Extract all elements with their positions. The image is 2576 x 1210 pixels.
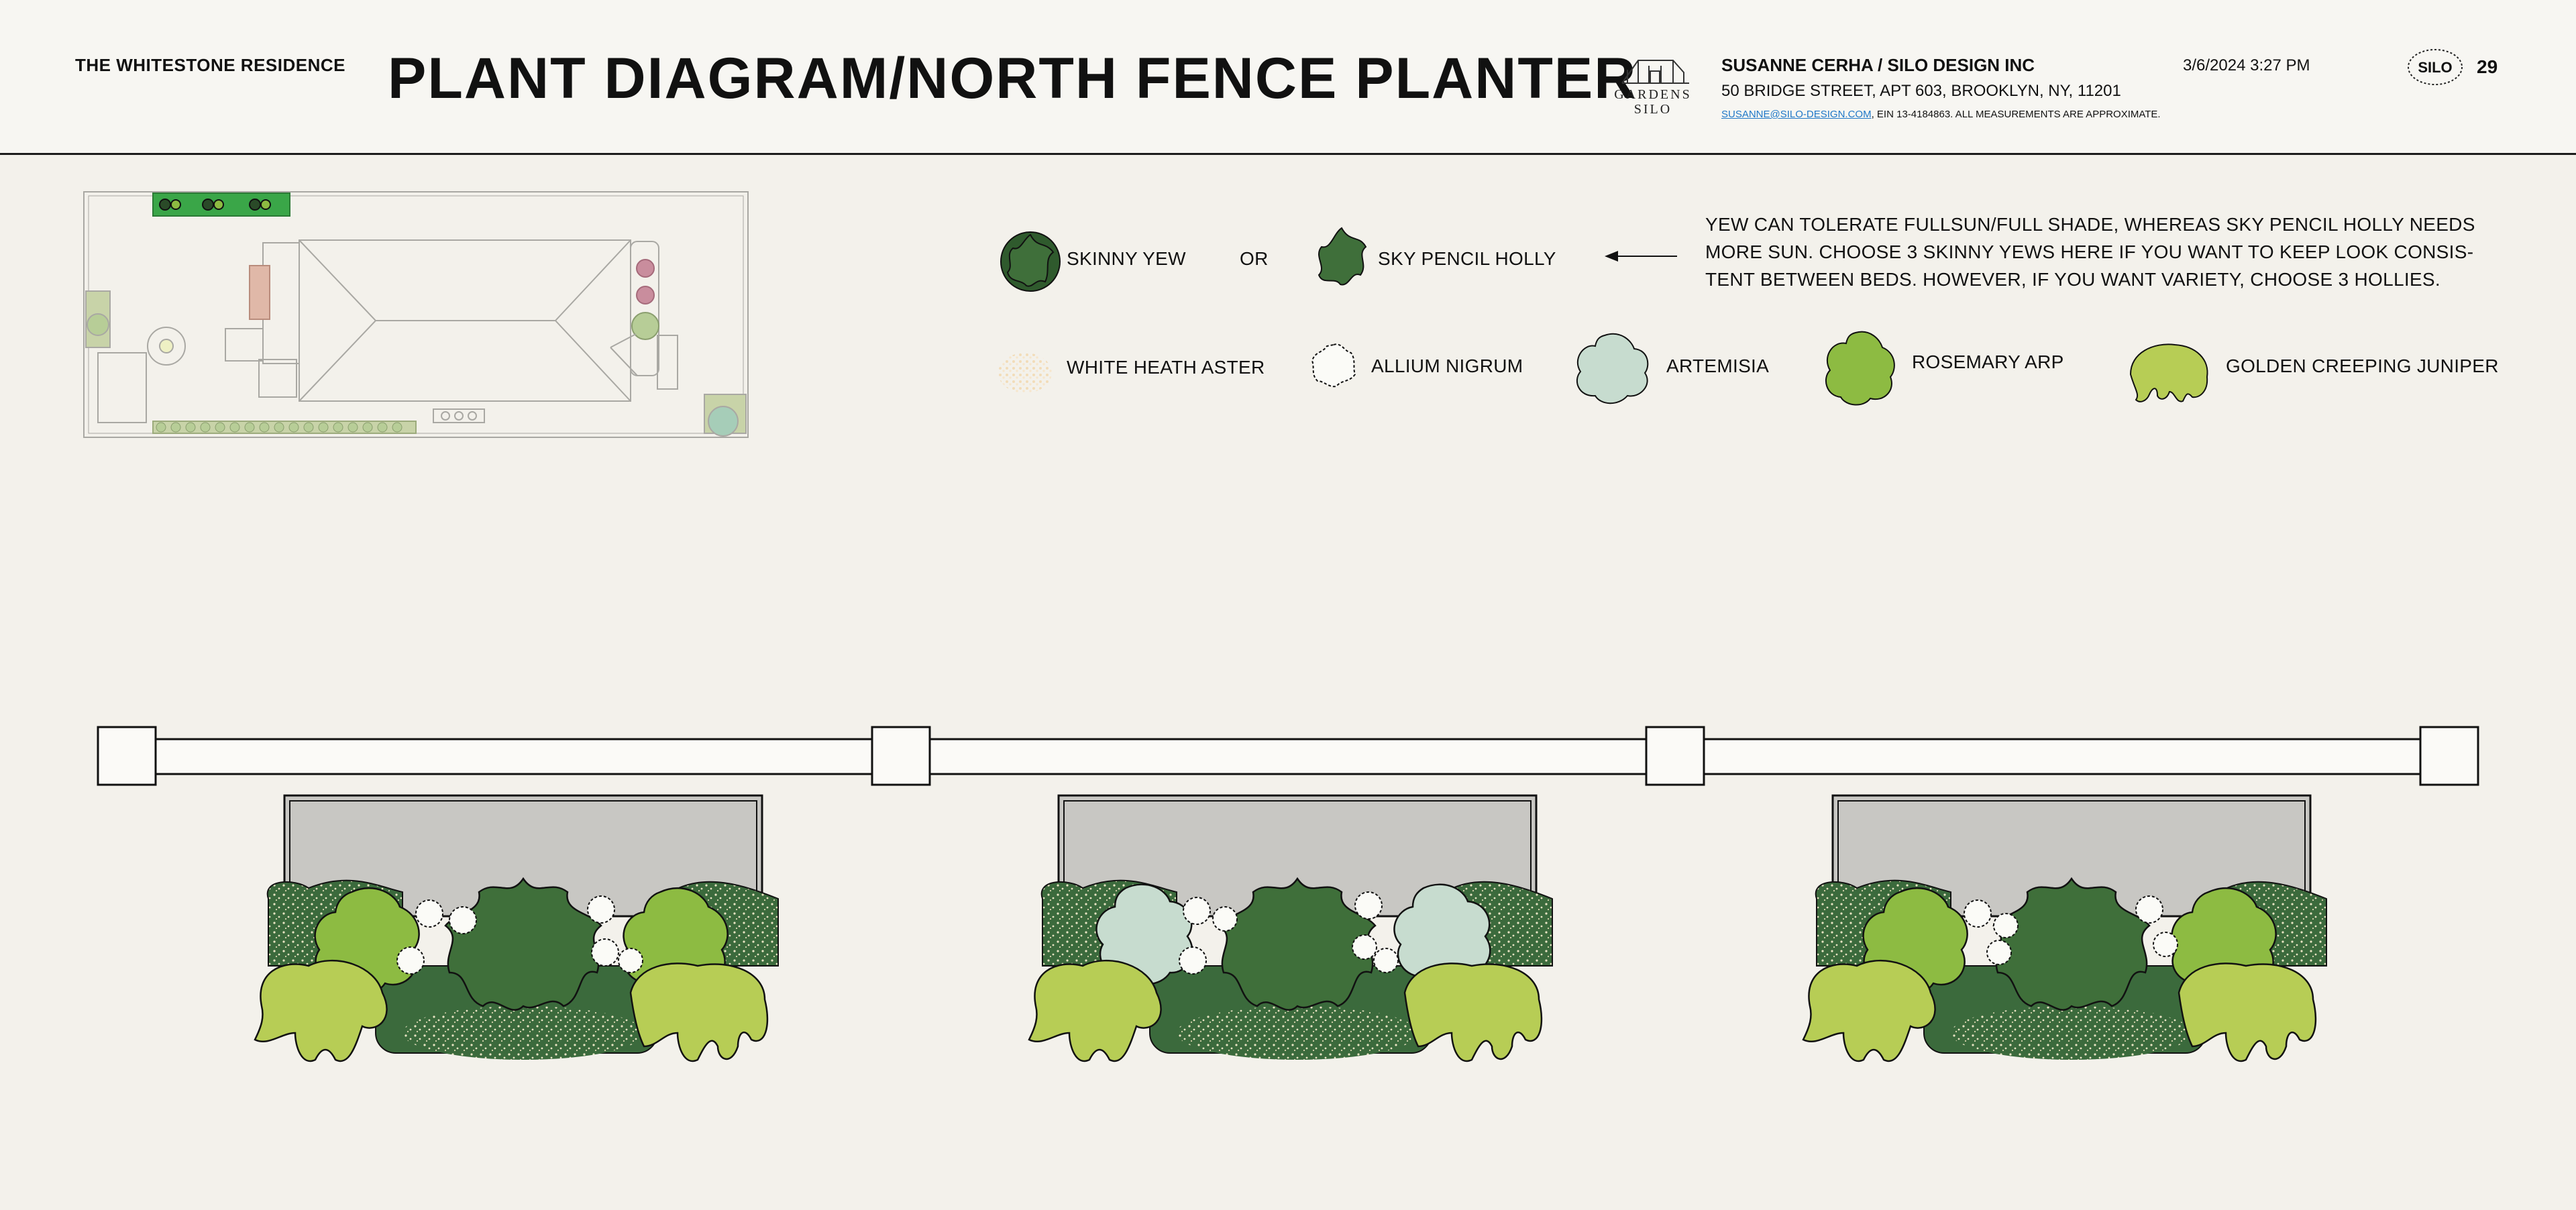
arrow-left-icon [1605, 251, 1677, 262]
golden-creeping-juniper-icon [2129, 343, 2208, 402]
white-heath-aster-icon [998, 353, 1052, 393]
legend-label-artemisia: ARTEMISIA [1666, 355, 1770, 376]
contact-line: SUSANNE@SILO-DESIGN.COM, EIN 13-4184863.… [1721, 109, 2161, 120]
date-time: 3/6/2024 3:27 PM [2183, 56, 2310, 74]
plant-choice-note: YEW CAN TOLERATE FULLSUN/FULL SHADE, WHE… [1705, 214, 2475, 290]
golden-creeping-juniper-plant [1028, 960, 1543, 1062]
page-title: PLANT DIAGRAM/NORTH FENCE PLANTER [388, 46, 1638, 111]
artemisia-icon [1576, 333, 1649, 404]
rosemary-arp-icon [1825, 331, 1895, 406]
silo-badge-icon: SILO [2408, 49, 2463, 85]
email-link[interactable]: SUSANNE@SILO-DESIGN.COM [1721, 109, 1872, 120]
logo-wordmark: GARDENS SILO [1609, 87, 1697, 117]
planter [254, 794, 779, 1062]
logo-line-2: SILO [1633, 102, 1672, 117]
header-bar: THE WHITESTONE RESIDENCE PLANT DIAGRAM/N… [0, 0, 2576, 155]
allium-nigrum-plant [1179, 891, 1399, 975]
legend-label-allium-nigrum: ALLIUM NIGRUM [1371, 355, 1523, 376]
allium-nigrum-icon [1311, 343, 1356, 388]
fence-rail [154, 738, 873, 775]
golden-creeping-juniper-plant [1802, 960, 2317, 1062]
fence-post [871, 726, 931, 786]
planter [1028, 794, 1553, 1062]
planter [1802, 794, 2327, 1062]
fence-rail [1703, 738, 2422, 775]
sky-pencil-holly-icon [1318, 227, 1367, 286]
allium-nigrum-plant [396, 895, 643, 975]
skinny-yew-icon [1000, 231, 1061, 292]
fence-post [2419, 726, 2479, 786]
contact-rest: , EIN 13-4184863. ALL MEASUREMENTS ARE A… [1871, 109, 2161, 120]
legend-label-sky-pencil-holly: SKY PENCIL HOLLY [1378, 248, 1556, 269]
fence [97, 726, 2479, 786]
fence-post [1645, 726, 1705, 786]
golden-creeping-juniper-plant [254, 960, 769, 1062]
project-name: THE WHITESTONE RESIDENCE [75, 55, 346, 75]
legend-label-white-heath-aster: WHITE HEATH ASTER [1067, 357, 1265, 378]
company-name: SUSANNE CERHA / SILO DESIGN INC [1721, 55, 2035, 75]
fence-rail [928, 738, 1648, 775]
site-plan-map [83, 191, 749, 438]
legend-label-rosemary-arp: ROSEMARY ARP [1912, 351, 2064, 372]
logo-line-1: GARDENS [1614, 87, 1692, 102]
gardens-silo-logo-icon [1621, 60, 1689, 84]
badge-text: SILO [2418, 59, 2452, 76]
legend-or: OR [1240, 248, 1269, 269]
highlight-planter-plants [159, 199, 271, 211]
allium-nigrum-plant [1964, 895, 2178, 965]
legend-label-golden-creeping-juniper: GOLDEN CREEPING JUNIPER [2226, 355, 2499, 376]
legend-label-skinny-yew: SKINNY YEW [1067, 248, 1186, 269]
company-address: 50 BRIDGE STREET, APT 603, BROOKLYN, NY,… [1721, 82, 2121, 100]
fence-post [97, 726, 157, 786]
page-number: 29 [2477, 56, 2498, 77]
